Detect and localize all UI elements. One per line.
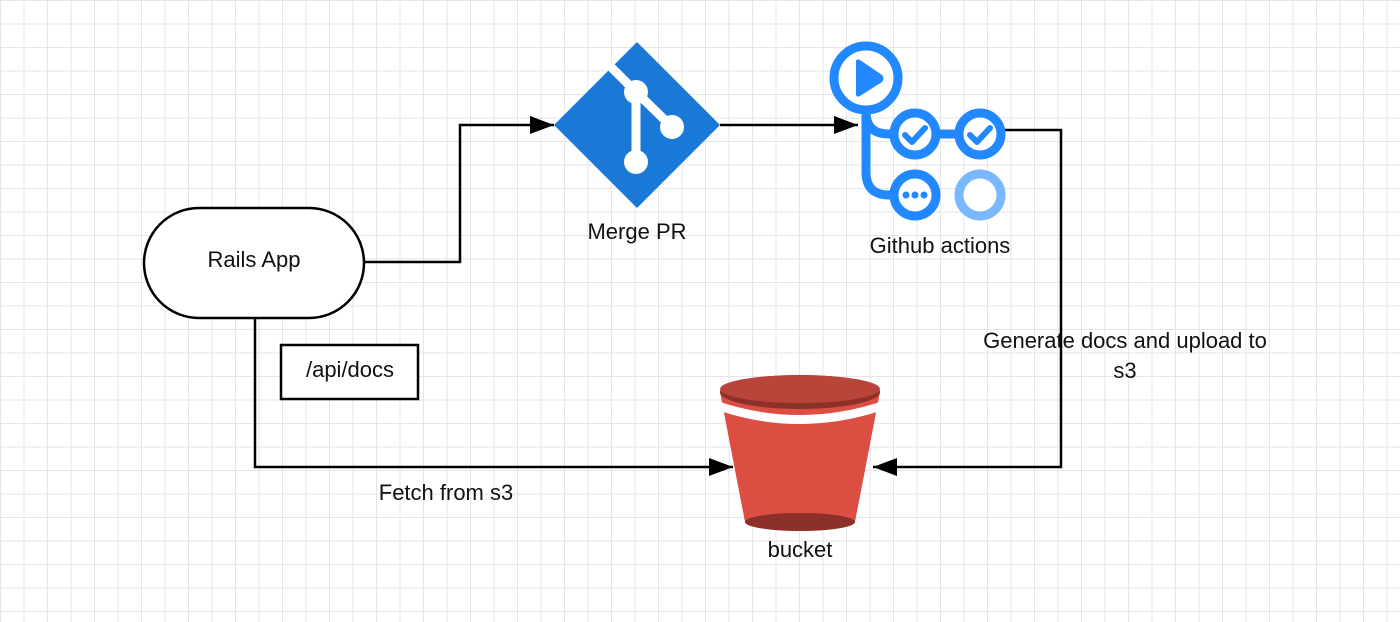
api-docs-label: /api/docs bbox=[306, 357, 394, 382]
github-actions-workflow-icon bbox=[829, 41, 1006, 221]
edge-rails-to-bucket bbox=[253, 318, 733, 476]
merge-pr-label: Merge PR bbox=[587, 219, 686, 244]
edge-rails-to-merge bbox=[365, 116, 554, 264]
github-actions-label: Github actions bbox=[870, 233, 1011, 258]
edge-actions-to-bucket bbox=[873, 128, 1063, 476]
generate-docs-label-line2: s3 bbox=[1113, 358, 1136, 383]
generate-docs-label-line1: Generate docs and upload to bbox=[983, 328, 1267, 353]
bucket-label: bucket bbox=[768, 537, 833, 562]
fetch-from-s3-label: Fetch from s3 bbox=[379, 480, 513, 505]
rails-app-node[interactable]: Rails App bbox=[142, 206, 366, 320]
git-merge-icon bbox=[554, 42, 720, 208]
api-docs-node[interactable]: /api/docs bbox=[279, 343, 420, 401]
s3-bucket-icon bbox=[720, 375, 880, 531]
rails-app-label: Rails App bbox=[208, 247, 301, 272]
